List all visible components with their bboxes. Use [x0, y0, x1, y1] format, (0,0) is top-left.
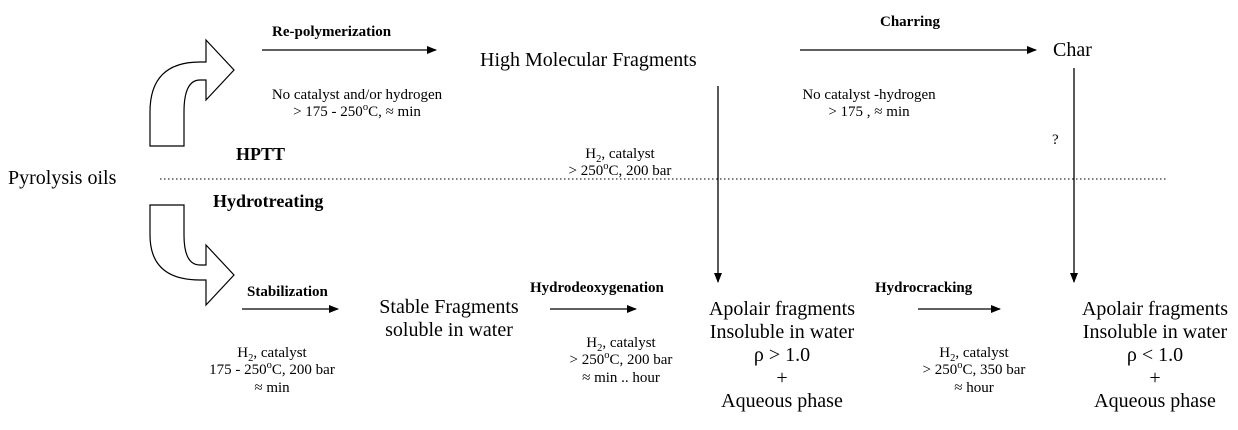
curved-arrow-up	[149, 38, 235, 147]
conditions-charring: No catalyst -hydrogen > 175 , ≈ min	[802, 87, 936, 121]
process-hydrocracking: Hydrocracking	[875, 280, 973, 296]
conditions-hydrodeoxygenation: H2, catalyst > 250oC, 200 bar ≈ min .. h…	[569, 335, 673, 386]
process-stabilization: Stabilization	[247, 284, 328, 300]
conditions-stabilization: H2, catalyst 175 - 250oC, 200 bar ≈ min	[209, 345, 335, 396]
node-high-molecular-fragments: High Molecular Fragments	[480, 49, 697, 71]
route-hptt: HPTT	[236, 144, 286, 164]
conditions-hptt: H2, catalyst > 250oC, 200 bar	[568, 146, 672, 180]
conditions-repolymerization: No catalyst and/or hydrogen > 175 - 250o…	[271, 87, 443, 121]
conditions-hydrocracking: H2, catalyst > 250oC, 350 bar ≈ hour	[922, 345, 1026, 396]
process-charring: Charring	[880, 14, 940, 30]
node-stable-fragments: Stable Fragments soluble in water	[379, 296, 519, 341]
process-hydrodeoxygenation: Hydrodeoxygenation	[530, 280, 664, 296]
char-path-question-mark: ?	[1052, 132, 1059, 148]
curved-arrow-down	[149, 204, 235, 307]
node-pyrolysis-oils: Pyrolysis oils	[8, 167, 117, 189]
route-hydrotreating: Hydrotreating	[213, 191, 324, 211]
node-apolair-fragments-heavy: Apolair fragments Insoluble in water ρ >…	[708, 298, 856, 412]
node-char: Char	[1053, 39, 1092, 61]
node-apolair-fragments-light: Apolair fragments Insoluble in water ρ <…	[1081, 298, 1229, 412]
process-repolymerization: Re-polymerization	[272, 24, 392, 40]
